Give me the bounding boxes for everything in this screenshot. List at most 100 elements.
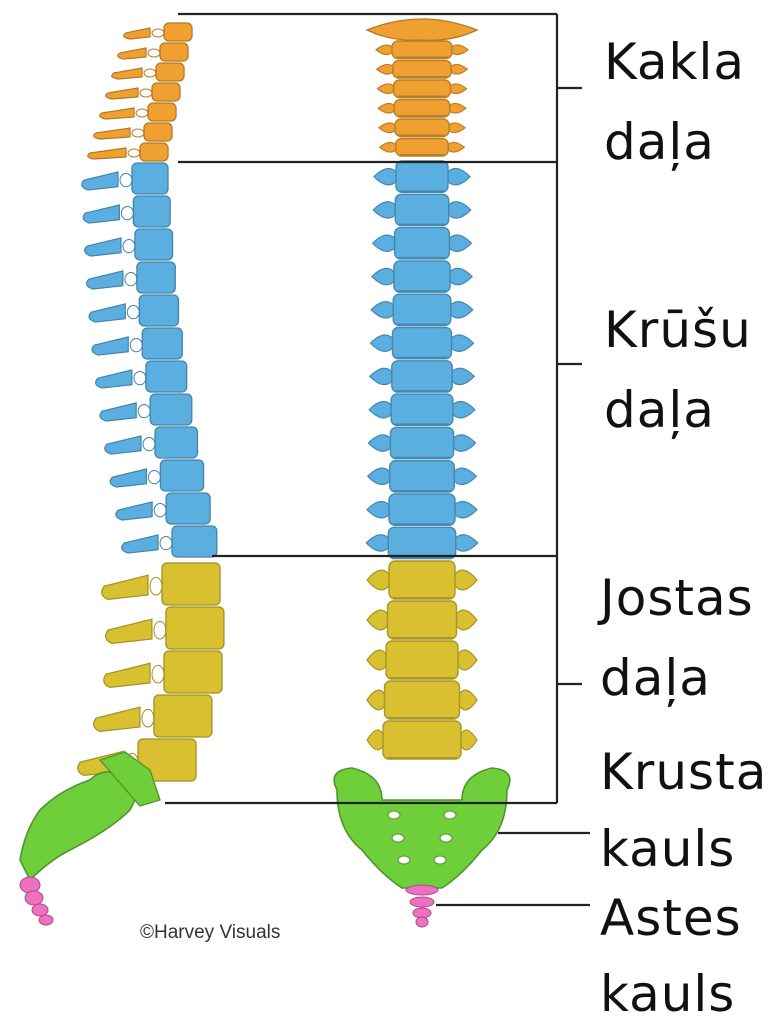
- sacral-foramen: [392, 834, 404, 842]
- front-view-spine: [334, 19, 510, 927]
- sacral-foramen: [444, 811, 456, 819]
- vertebral-body: [395, 119, 449, 137]
- transverse-process-right: [452, 45, 468, 55]
- transverse-process-right: [458, 650, 477, 670]
- thoracic-vertebra: [366, 527, 477, 558]
- spinous-process: [106, 619, 152, 643]
- image-credit: ©Harvey Visuals: [140, 922, 280, 944]
- vertebral-body: [389, 561, 455, 599]
- spinous-process: [100, 108, 134, 119]
- thoracic-vertebra: [371, 328, 474, 359]
- transverse-process-left: [378, 84, 394, 94]
- transverse-process-right: [457, 610, 478, 630]
- vertebral-body: [385, 681, 460, 719]
- vertebral-body: [133, 196, 170, 227]
- transverse-process-left: [371, 302, 393, 318]
- vertebral-body: [393, 61, 452, 79]
- transverse-process-left: [367, 570, 389, 590]
- transverse-process-left: [379, 123, 395, 133]
- intervertebral-foramen: [154, 504, 166, 517]
- sacrum-front: [334, 768, 510, 888]
- cervical-vertebra: [378, 100, 466, 118]
- label-lumbar-line2: daļa: [600, 646, 711, 710]
- thoracic-vertebra: [83, 196, 170, 227]
- spinous-process: [110, 469, 146, 487]
- vertebral-body: [393, 328, 452, 359]
- intervertebral-foramen: [121, 207, 133, 220]
- vertebral-body: [392, 41, 452, 59]
- label-cervical-line1: Kakla: [604, 30, 745, 94]
- transverse-process-right: [455, 501, 477, 517]
- vertebral-body: [166, 493, 210, 524]
- transverse-process-left: [376, 45, 392, 55]
- spinous-process: [94, 128, 130, 139]
- transverse-process-left: [374, 168, 396, 184]
- vertebral-body: [160, 43, 188, 61]
- transverse-process-right: [450, 268, 472, 284]
- thoracic-vertebra: [82, 163, 168, 194]
- label-thoracic-line2: daļa: [604, 378, 715, 442]
- spinous-process: [85, 238, 121, 256]
- spinous-process: [88, 148, 126, 159]
- lumbar-vertebra: [102, 563, 220, 605]
- intervertebral-foramen: [150, 577, 162, 595]
- transverse-process-right: [461, 730, 477, 750]
- vertebral-body: [160, 460, 203, 491]
- spinous-process: [96, 370, 132, 388]
- intervertebral-foramen: [144, 69, 156, 77]
- side-view-spine: [20, 23, 224, 925]
- spinous-process: [105, 436, 141, 454]
- intervertebral-foramen: [127, 306, 139, 319]
- label-cervical-line2: daļa: [604, 110, 715, 174]
- label-sacrum-line1: Krusta: [600, 740, 767, 804]
- transverse-process-right: [454, 435, 476, 451]
- transverse-process-left: [367, 690, 385, 710]
- thoracic-vertebra: [100, 394, 192, 425]
- intervertebral-foramen: [128, 149, 140, 157]
- transverse-process-right: [451, 84, 467, 94]
- vertebral-body: [389, 494, 455, 525]
- vertebral-body: [394, 261, 450, 292]
- intervertebral-foramen: [142, 709, 154, 727]
- lumbar-vertebra: [367, 641, 477, 679]
- thoracic-vertebra: [368, 427, 475, 458]
- thoracic-vertebra: [371, 294, 473, 325]
- transverse-process-left: [377, 64, 393, 74]
- coccyx-segment: [20, 877, 40, 893]
- vertebral-body: [396, 139, 449, 157]
- thoracic-vertebra: [105, 427, 198, 458]
- intervertebral-foramen: [152, 665, 164, 683]
- vertebral-body: [164, 23, 192, 41]
- vertebral-body: [152, 83, 180, 101]
- cervical-vertebra: [118, 43, 188, 61]
- thoracic-vertebra: [374, 161, 470, 192]
- vertebral-body: [137, 262, 175, 293]
- lumbar-vertebra: [367, 681, 477, 719]
- thoracic-vertebra: [367, 494, 477, 525]
- lumbar-vertebra: [104, 651, 222, 693]
- cervical-vertebra: [112, 63, 184, 81]
- sacrum-side: [20, 772, 140, 880]
- intervertebral-foramen: [148, 471, 160, 484]
- transverse-process-left: [367, 501, 389, 517]
- vertebral-body: [146, 361, 187, 392]
- transverse-process-right: [454, 468, 476, 484]
- thoracic-vertebra: [368, 461, 477, 492]
- label-coccyx-line2: kauls: [600, 962, 735, 1026]
- sacral-foramen: [440, 834, 452, 842]
- vertebral-body: [390, 461, 455, 492]
- intervertebral-foramen: [138, 405, 150, 418]
- transverse-process-right: [450, 103, 466, 113]
- transverse-process-right: [452, 335, 474, 351]
- vertebral-body: [394, 100, 450, 118]
- transverse-process-left: [367, 730, 383, 750]
- label-thoracic-line1: Krūšu: [604, 298, 752, 362]
- coccyx-segment: [39, 915, 53, 925]
- transverse-process-right: [449, 123, 465, 133]
- cervical-vertebra: [379, 119, 465, 137]
- label-lumbar-line1: Jostas: [600, 566, 754, 630]
- transverse-process-left: [368, 435, 390, 451]
- vertebral-body: [391, 394, 453, 425]
- transverse-process-right: [449, 235, 471, 251]
- sacral-foramen: [434, 856, 446, 864]
